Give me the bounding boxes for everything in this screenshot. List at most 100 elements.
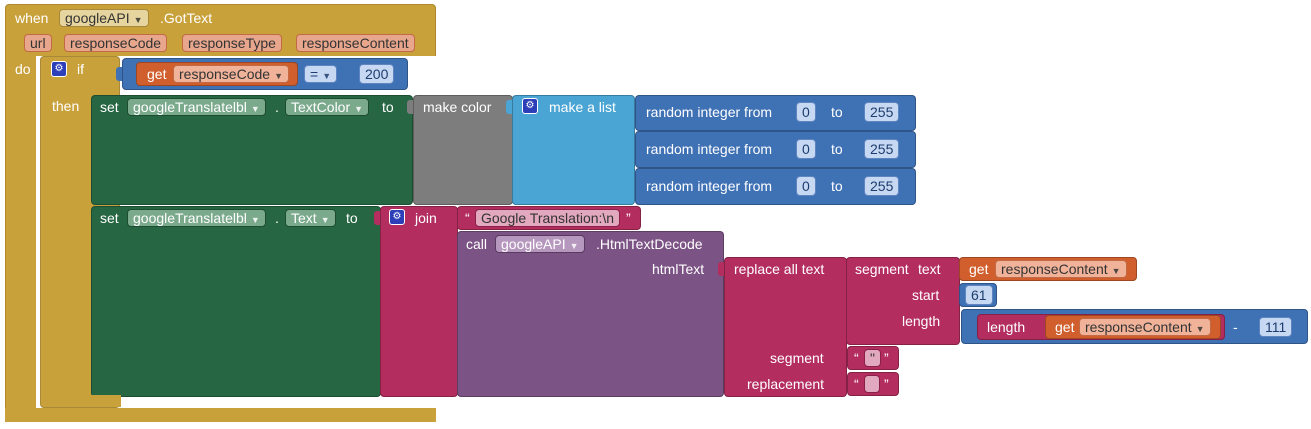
random-from-value-3[interactable]: 0 [796,176,816,196]
responsecontent-var-name-2: responseContent [1085,319,1192,335]
param-responseContent[interactable]: responseContent [296,34,415,52]
htmltext-param-label: htmlText [652,261,705,277]
event-component-dropdown[interactable]: googleAPI▼ [59,9,149,27]
param-responseType[interactable]: responseType [182,34,282,52]
call-component-name: googleAPI [501,236,566,252]
segment-label: segment [855,261,909,277]
compare-connector [116,67,122,81]
get-label: get [147,66,167,82]
open-quote-icon-3: “ [854,376,859,392]
get-content-label-2: get [1055,319,1075,335]
set-text-bottom-tab [91,395,121,407]
set-text-block[interactable] [91,206,381,397]
length-fn-label: length [987,319,1026,335]
textcolor-property-dropdown[interactable]: TextColor▼ [285,98,370,116]
textcolor-property-name: TextColor [291,99,351,115]
event-component-name: googleAPI [65,10,130,26]
chevron-down-icon: ▼ [322,71,332,81]
random-from-value-2[interactable]: 0 [796,139,816,159]
join-connector [374,211,380,225]
random-integer-label-1: random integer from [646,104,773,120]
text-property-name: Text [291,210,317,226]
minus-operator: - [1233,319,1238,335]
responsecontent-var-name: responseContent [1001,261,1108,277]
open-quote-icon: “ [465,210,470,226]
chevron-down-icon: ▼ [569,241,579,251]
chevron-down-icon: ▼ [320,215,330,225]
call-htmltextdecode-block[interactable] [457,231,724,397]
segment-text-label: text [918,261,941,277]
if-label: if [77,61,84,77]
compare-op-dropdown[interactable]: =▼ [304,65,338,83]
random-to-value-1[interactable]: 255 [864,102,900,122]
call-method-name: .HtmlTextDecode [596,236,703,252]
chevron-down-icon: ▼ [354,104,364,114]
chevron-down-icon: ▼ [133,15,143,25]
segment-start-label: start [912,287,940,303]
responsecode-var-dropdown[interactable]: responseCode▼ [173,65,289,83]
then-label: then [52,98,80,114]
compare-op: = [310,66,319,82]
chevron-down-icon: ▼ [250,104,260,114]
chevron-down-icon: ▼ [250,215,260,225]
text-dot: . [275,210,279,226]
text-string-value[interactable]: Google Translation:\n [475,209,621,227]
make-color-block[interactable] [413,95,513,205]
random-from-value-1[interactable]: 0 [796,102,816,122]
make-list-connector [506,100,512,114]
join-label: join [415,210,437,226]
replace-all-label: replace all text [734,261,825,277]
chevron-down-icon: ▼ [1195,324,1205,334]
close-quote-icon-3: ” [884,376,889,392]
call-component-dropdown[interactable]: googleAPI▼ [495,235,585,253]
text-to-label: to [346,210,358,226]
compare-value-200[interactable]: 200 [359,64,395,84]
make-list-label: make a list [549,99,616,115]
text-property-dropdown[interactable]: Text▼ [285,209,336,227]
make-list-mutator-gear-icon[interactable]: ⚙ [522,98,538,114]
event-name: .GotText [160,10,213,26]
make-color-connector [407,100,413,114]
responsecontent-var-dropdown-2[interactable]: responseContent▼ [1079,318,1211,336]
segment-length-label: length [902,313,941,329]
replace-all-block[interactable] [724,257,847,397]
replacement-value[interactable] [864,375,880,393]
start-value[interactable]: 61 [965,285,993,305]
close-quote-icon-2: ” [884,350,889,366]
replace-segment-label: segment [770,350,824,366]
segment-quote-value[interactable]: " [864,349,881,367]
textcolor-component-dropdown[interactable]: googleTranslatelbl▼ [127,98,266,116]
open-quote-icon-2: “ [854,350,859,366]
random-integer-label-3: random integer from [646,178,773,194]
random-to-label-2: to [831,141,843,157]
responsecode-var-name: responseCode [179,66,271,82]
make-color-label: make color [423,99,492,115]
segment-connector [840,262,846,276]
random-to-value-3[interactable]: 255 [864,176,900,196]
set-label: set [100,99,119,115]
if-mutator-gear-icon[interactable]: ⚙ [51,61,67,77]
event-bottom-bar [5,408,436,422]
param-responseCode[interactable]: responseCode [64,34,168,52]
set-text-set-label: set [100,210,119,226]
close-quote-icon: ” [626,210,631,226]
random-to-label-3: to [831,178,843,194]
responsecontent-var-dropdown[interactable]: responseContent▼ [995,260,1127,278]
do-label: do [15,61,31,77]
textcolor-to-label: to [382,99,394,115]
call-label: call [466,236,488,252]
param-url[interactable]: url [24,34,52,52]
get-content-label: get [969,261,989,277]
text-component-dropdown[interactable]: googleTranslatelbl▼ [127,209,266,227]
minus-value[interactable]: 111 [1259,317,1293,337]
random-to-value-2[interactable]: 255 [864,139,900,159]
join-mutator-gear-icon[interactable]: ⚙ [389,209,405,225]
textcolor-dot: . [275,99,279,115]
random-integer-label-2: random integer from [646,141,773,157]
segment-text-block[interactable] [846,257,960,345]
join-block[interactable] [380,206,458,397]
when-label: when [15,10,49,26]
replacement-label: replacement [747,376,825,392]
chevron-down-icon: ▼ [274,71,283,81]
random-to-label-1: to [831,104,843,120]
